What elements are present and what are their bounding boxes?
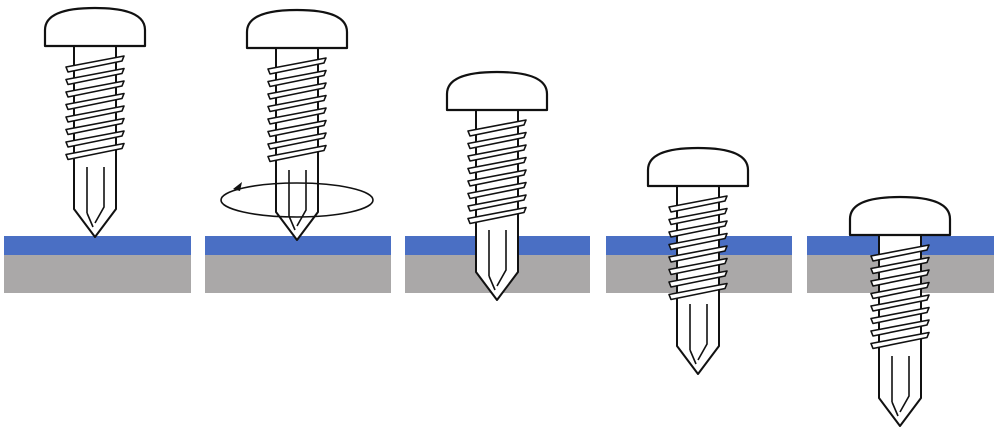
screw-3-drill-flute — [488, 230, 507, 291]
screw-3-thread-4 — [467, 169, 527, 187]
screw-5-thread-1 — [870, 256, 930, 275]
screw-4-thread-5 — [668, 257, 728, 276]
screw-5-thread-4 — [870, 294, 930, 312]
stage-5-fasten — [807, 195, 994, 427]
screw-5-thread-3 — [870, 281, 930, 300]
screw-5-thread-6 — [870, 319, 930, 337]
stage-2-rotate — [205, 8, 391, 293]
screw-3-thread-1 — [467, 131, 527, 150]
screw-2-thread-1 — [267, 69, 327, 88]
screw-4-thread-0 — [668, 195, 728, 213]
self-drilling-screw-icon — [245, 8, 349, 241]
screw-5-thread-5 — [870, 306, 930, 325]
screw-1-drill-flute — [86, 167, 105, 228]
rotation-arrow-icon — [220, 182, 374, 218]
screw-5-thread-7 — [870, 331, 930, 350]
screw-1-thread-2 — [65, 80, 125, 98]
screw-3-thread-6 — [467, 194, 527, 212]
stage-2-rotate-base-material — [205, 255, 391, 293]
screw-2-head — [245, 8, 349, 50]
stage-4-tap — [606, 146, 792, 375]
screw-5-thread-0 — [870, 244, 930, 262]
screw-1-thread-0 — [65, 55, 125, 73]
screw-4-thread-7 — [668, 282, 728, 301]
self-drilling-screw-icon — [646, 146, 750, 375]
screw-4-drill-flute — [689, 304, 708, 365]
stage-2-rotate-sheet-metal — [205, 236, 391, 255]
screw-2-thread-6 — [267, 132, 327, 150]
screw-1-thread-4 — [65, 105, 125, 123]
screw-3-thread-3 — [467, 156, 527, 175]
screw-2-thread-5 — [267, 119, 327, 138]
stage-3-drill — [405, 70, 590, 301]
screw-4-thread-3 — [668, 232, 728, 251]
screw-1-thread-3 — [65, 92, 125, 111]
screw-2-thread-0 — [267, 57, 327, 75]
self-drilling-screw-icon — [43, 6, 147, 238]
screw-5-thread-2 — [870, 269, 930, 287]
screw-3-thread-7 — [467, 206, 527, 225]
screw-1-thread-6 — [65, 130, 125, 148]
screw-1-thread-7 — [65, 142, 125, 161]
screw-4-thread-2 — [668, 220, 728, 238]
stage-1-position-base-material — [4, 255, 191, 293]
screw-2-thread-2 — [267, 82, 327, 100]
screw-3-head — [445, 70, 549, 112]
screw-3-thread-0 — [467, 119, 527, 137]
screw-1-head — [43, 6, 147, 48]
screw-5-drill-flute — [891, 356, 910, 417]
screw-5-head — [848, 195, 952, 237]
screw-2-thread-4 — [267, 107, 327, 125]
screw-1-thread-1 — [65, 67, 125, 86]
self-drilling-screw-icon — [445, 70, 549, 301]
screw-2-thread-7 — [267, 144, 327, 163]
rotation-arrowhead — [233, 182, 242, 191]
screw-4-head — [646, 146, 750, 188]
self-drilling-screw-icon — [848, 195, 952, 427]
stage-1-position-sheet-metal — [4, 236, 191, 255]
stage-1-position — [4, 6, 191, 293]
screw-4-thread-4 — [668, 245, 728, 263]
screw-3-thread-5 — [467, 181, 527, 200]
screw-3-thread-2 — [467, 144, 527, 162]
rotation-ellipse — [220, 182, 374, 218]
screw-4-thread-6 — [668, 270, 728, 288]
screw-4-thread-1 — [668, 207, 728, 226]
screw-2-thread-3 — [267, 94, 327, 113]
screw-1-thread-5 — [65, 117, 125, 136]
